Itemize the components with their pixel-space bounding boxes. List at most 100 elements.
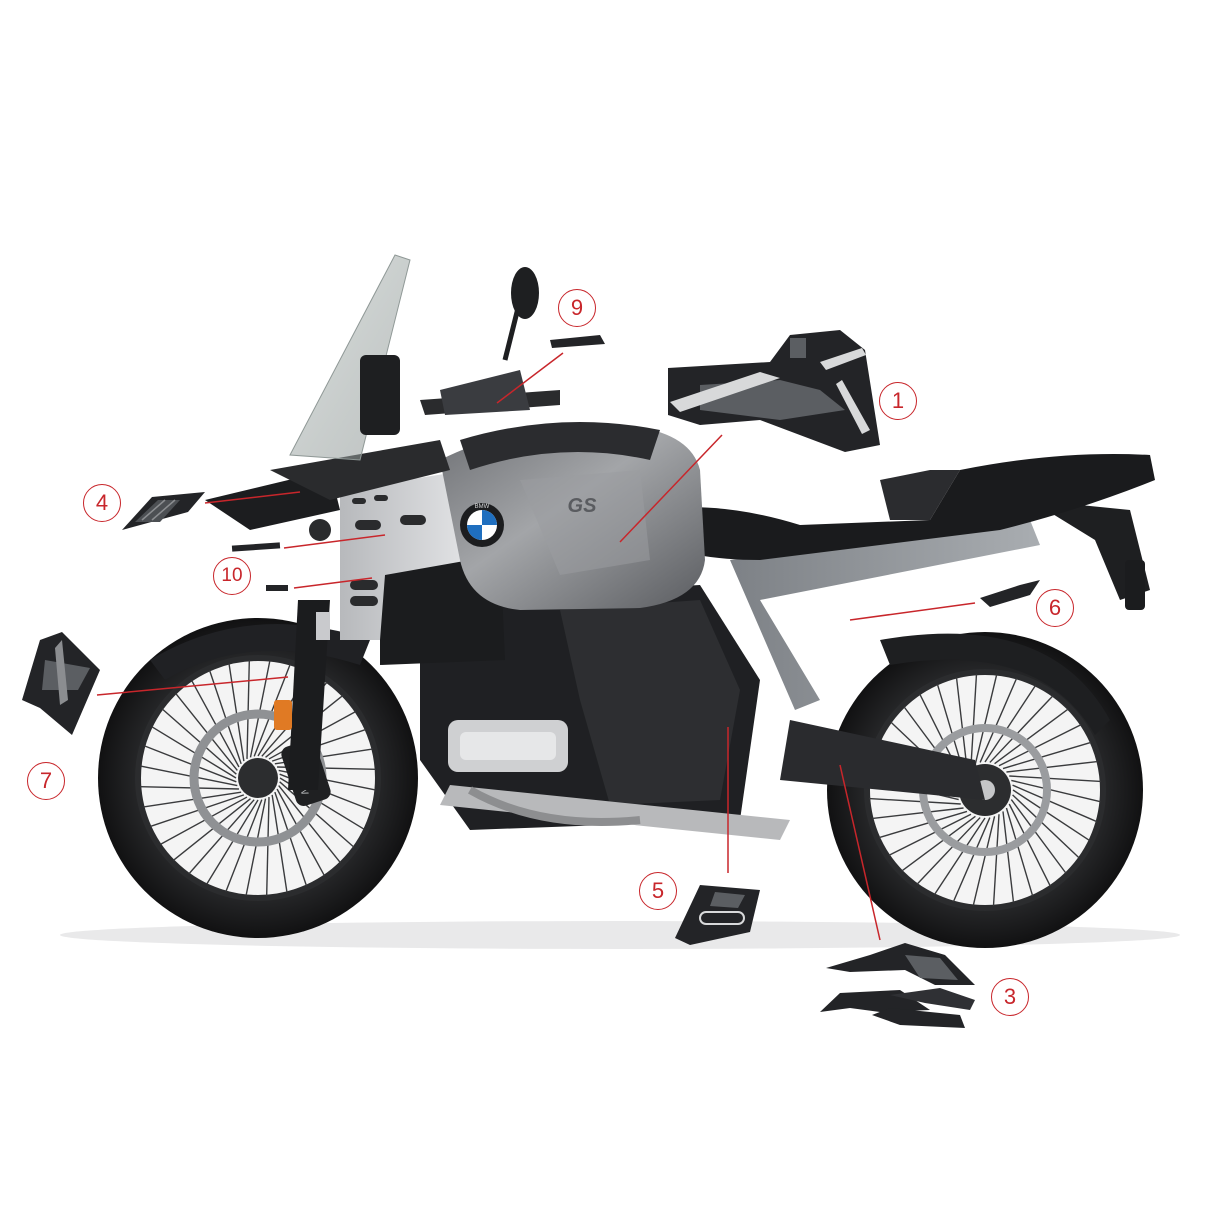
callout-5: 5 [639,872,677,910]
callout-3: 3 [991,978,1029,1016]
wheel-spoke [901,815,976,872]
wheel-spoke [228,663,245,762]
front-fork [274,600,330,790]
wheel-spoke [916,817,981,885]
wheel-spoke [984,685,1037,763]
wheel-spoke [952,817,991,902]
fuel-tank: BMW GS [440,422,705,610]
wheel-spoke [245,798,267,896]
windscreen [289,254,411,461]
decal-6-frame [980,580,1040,607]
wheel-spoke [1010,799,1067,874]
decal-3-swingarm-set [820,943,975,1028]
fairing [270,440,450,500]
wheel-spoke [1012,789,1090,842]
wheel-spoke [1012,794,1080,859]
wheel-spoke [143,791,242,808]
leader-1 [619,434,723,543]
decal-10-strips [231,542,288,591]
wheel-spoke [140,765,238,787]
wheel-spoke [879,810,968,839]
wheel-spoke [1008,803,1051,887]
decal-5-guard [675,885,760,945]
wheel-spoke [992,814,1000,906]
wheel-spoke [150,794,245,828]
wheel-spoke [872,807,964,820]
decal-4-beak [122,492,205,530]
wheel-spoke [979,678,1018,763]
wheel-spoke [265,797,270,896]
wheel-spoke [172,798,251,861]
leader-7 [96,676,289,696]
wheel-spoke [888,813,972,856]
wheel-spoke [974,674,998,764]
swingarm [780,720,985,800]
leader-3 [839,764,881,941]
wheel-spoke [1002,741,1091,770]
decal-7-fork [22,632,100,735]
wheel-spoke [208,670,242,765]
dashboard [360,355,400,435]
wheel-spoke [253,664,291,757]
mirror [502,267,539,361]
wheel-spoke [160,796,248,845]
roundel-text: BMW [475,504,490,510]
wheel-spoke [274,791,308,886]
wheel-spoke [279,781,355,848]
rear-hugger [880,633,1110,735]
tank-gs-badge: GS [568,495,598,517]
callout-4: 4 [83,484,121,522]
wheel-spoke [1005,807,1034,896]
wheel-spoke [144,745,237,783]
wheel-spoke [970,674,978,766]
wheel-spoke [276,788,325,876]
leader-10a [283,534,386,549]
wheel-spoke [1009,775,1101,783]
wheel-spoke [1012,784,1097,823]
wheel-spoke [140,785,239,790]
decal-1-tank-pad [668,330,880,452]
front-wheel: BMW [98,618,418,938]
callout-10: 10 [213,557,251,595]
wheel-spoke [972,816,996,906]
leader-9 [496,352,564,404]
wheel-spoke [998,724,1082,767]
wheel-spoke [225,799,263,892]
wheel-spoke [1006,760,1098,773]
leader-lines [96,352,976,941]
leader-4 [204,491,301,504]
leader-6 [849,602,976,621]
wheel-spoke [278,785,341,864]
callout-9: 9 [558,289,596,327]
wheel-spoke [151,726,237,779]
wheel-spoke [249,660,271,758]
rear-subframe [730,500,1150,710]
engine [420,585,790,840]
callout-6: 6 [1036,589,1074,627]
leader-10b [293,577,373,589]
wheel-spoke [1002,811,1015,903]
wheel-spoke [933,817,986,895]
wheel-spoke [191,680,240,768]
wheel-spoke [271,794,288,893]
wheel-spoke [989,695,1054,763]
handguard [440,370,530,415]
wheel-spoke [1011,779,1101,803]
wheel-spoke [246,660,251,759]
decal-9-strip [550,335,605,348]
wheel-spoke [955,677,968,769]
callout-1: 1 [879,382,917,420]
wheel-spoke [161,708,237,775]
wheel-spoke [994,708,1069,765]
rear-wheel [827,632,1143,948]
wheel-spoke [188,799,255,875]
ground-shadow [60,921,1180,949]
seat [650,454,1155,560]
wheel-spoke [175,692,238,771]
wheel-spoke [206,799,259,885]
callout-7: 7 [27,762,65,800]
wheel-spoke [869,797,961,805]
side-panel [309,470,470,640]
